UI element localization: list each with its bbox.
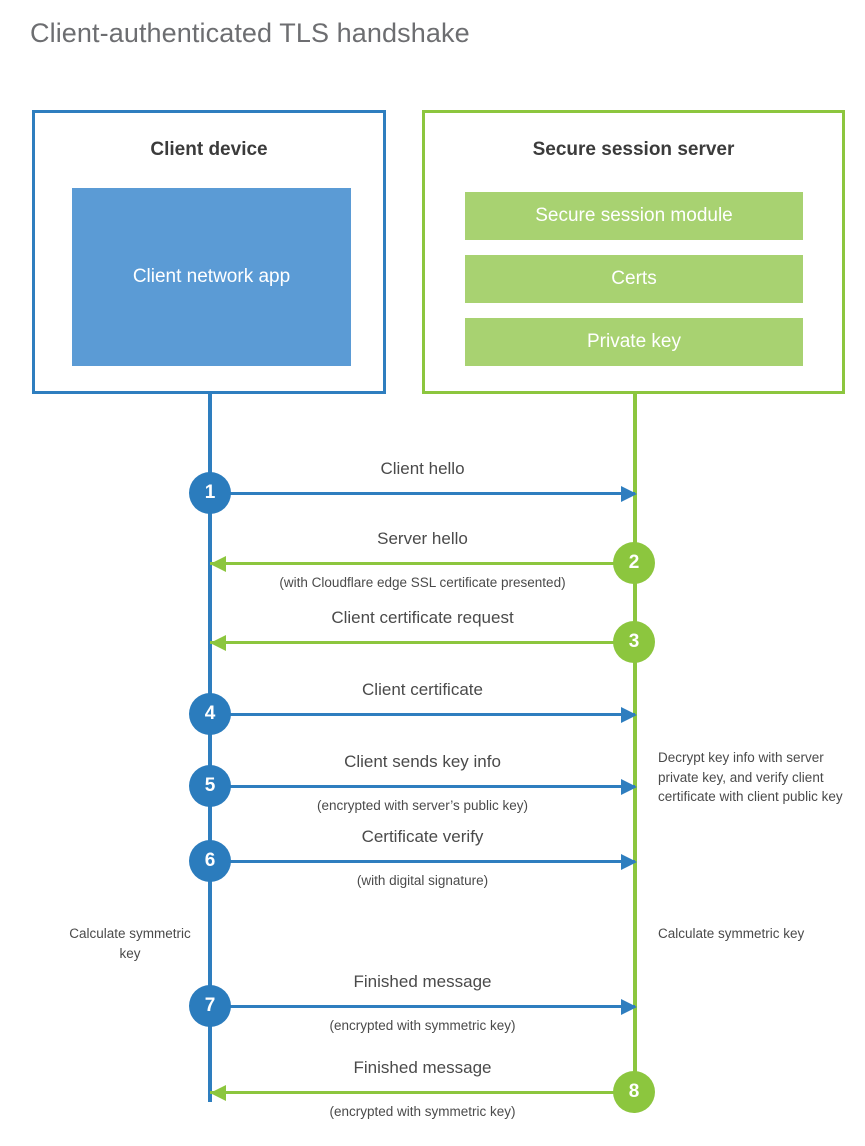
client-device-box: Client device Client network app (32, 110, 386, 394)
message-sublabel-6: (with digital signature) (356, 873, 489, 888)
message-line-7 (210, 1005, 635, 1008)
secure-session-server-box: Secure session server Secure session mod… (422, 110, 845, 394)
message-line-8 (210, 1091, 635, 1094)
secure-session-server-title: Secure session server (532, 139, 735, 160)
arrow-right-icon (621, 999, 637, 1015)
message-line-6 (210, 860, 635, 863)
message-sublabel-8: (encrypted with symmetric key) (329, 1104, 516, 1119)
message-line-5 (210, 785, 635, 788)
note-decrypt-key-info: Decrypt key info with server private key… (658, 750, 843, 805)
client-lifeline (208, 392, 212, 1102)
arrow-left-icon (210, 1085, 226, 1101)
step-circle-2[interactable]: 2 (613, 542, 655, 584)
server-block-certs: Certs (465, 255, 803, 303)
arrow-right-icon (621, 854, 637, 870)
message-line-4 (210, 713, 635, 716)
step-circle-6[interactable]: 6 (189, 840, 231, 882)
arrow-right-icon (621, 779, 637, 795)
client-network-app-block: Client network app (72, 188, 351, 366)
message-label-5: Client sends key info (344, 752, 501, 771)
note-server-calculate-symmetric-key: Calculate symmetric key (658, 926, 805, 941)
page-title: Client-authenticated TLS handshake (30, 18, 470, 48)
step-circle-4[interactable]: 4 (189, 693, 231, 735)
message-label-3: Client certificate request (331, 608, 514, 627)
message-line-1 (210, 492, 635, 495)
arrow-left-icon (210, 635, 226, 651)
message-line-3 (210, 641, 635, 644)
server-block-private-key: Private key (465, 318, 803, 366)
message-label-7: Finished message (353, 972, 492, 991)
message-label-1: Client hello (380, 459, 465, 478)
server-block-secure-session-module: Secure session module (465, 192, 803, 240)
note-client-calculate-symmetric-key: Calculate symmetric key (69, 926, 191, 961)
arrow-right-icon (621, 707, 637, 723)
step-circle-8[interactable]: 8 (613, 1071, 655, 1113)
message-sublabel-7: (encrypted with symmetric key) (329, 1018, 516, 1033)
arrow-left-icon (210, 556, 226, 572)
message-sublabel-5: (encrypted with server’s public key) (316, 798, 529, 813)
message-sublabel-2: (with Cloudflare edge SSL certificate pr… (279, 575, 566, 590)
message-label-6: Certificate verify (361, 827, 484, 846)
message-label-4: Client certificate (362, 680, 483, 699)
step-circle-5[interactable]: 5 (189, 765, 231, 807)
message-label-8: Finished message (353, 1058, 492, 1077)
message-label-2: Server hello (377, 529, 468, 548)
client-device-title: Client device (150, 139, 268, 160)
step-circle-1[interactable]: 1 (189, 472, 231, 514)
server-lifeline (633, 392, 637, 1092)
step-circle-3[interactable]: 3 (613, 621, 655, 663)
message-line-2 (210, 562, 635, 565)
step-circle-7[interactable]: 7 (189, 985, 231, 1027)
arrow-right-icon (621, 486, 637, 502)
